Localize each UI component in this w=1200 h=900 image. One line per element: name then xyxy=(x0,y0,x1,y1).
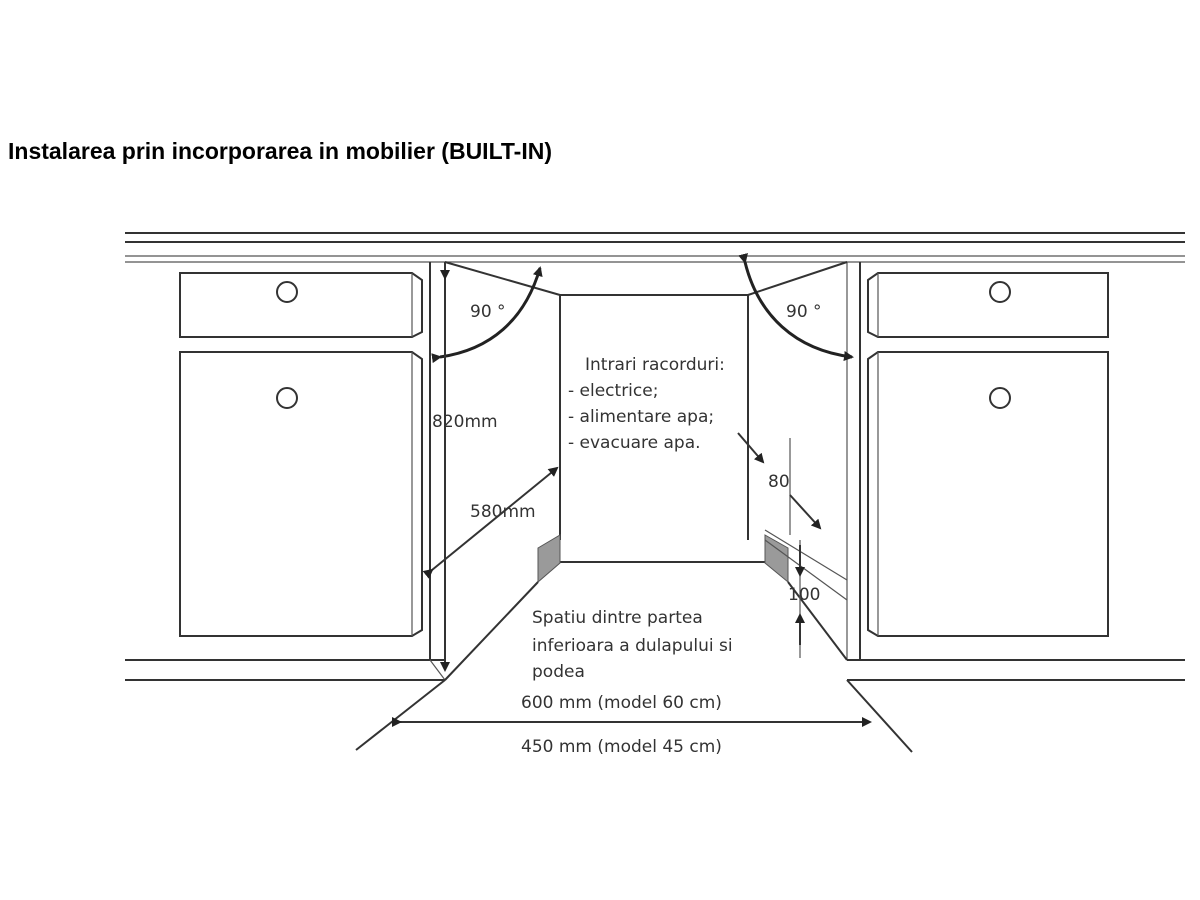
width-60-label: 600 mm (model 60 cm) xyxy=(521,693,722,713)
left-door xyxy=(179,351,423,637)
angle-left-label: 90 ° xyxy=(470,302,506,322)
niche xyxy=(355,261,913,753)
right-drawer xyxy=(867,272,1109,338)
connection-item: - alimentare apa; xyxy=(568,407,714,427)
gap-note-line: podea xyxy=(532,662,585,682)
diagram-labels: 90 ° 90 ° 820mm 580mm 80 100 Intrari rac… xyxy=(432,302,822,757)
right-cabinet xyxy=(846,262,1185,681)
page-title: Instalarea prin incorporarea in mobilier… xyxy=(8,138,553,164)
drawer-knob-icon xyxy=(276,281,298,303)
depth-label: 580mm xyxy=(470,502,536,522)
left-cabinet xyxy=(125,262,446,681)
gap-note-line: inferioara a dulapului si xyxy=(532,636,733,656)
angle-right-label: 90 ° xyxy=(786,302,822,322)
dimension-arrows xyxy=(392,270,872,727)
height-label: 820mm xyxy=(432,412,498,432)
drawer-knob-icon xyxy=(989,281,1011,303)
right-door xyxy=(867,351,1109,637)
left-drawer xyxy=(179,272,423,338)
connections-heading: Intrari racorduri: xyxy=(585,355,725,375)
gap-note-line: Spatiu dintre partea xyxy=(532,608,703,628)
countertop xyxy=(125,232,1185,263)
connection-item: - evacuare apa. xyxy=(568,433,701,453)
door-knob-icon xyxy=(989,387,1011,409)
door-knob-icon xyxy=(276,387,298,409)
dim-80-label: 80 xyxy=(768,472,790,492)
connection-item: - electrice; xyxy=(568,381,658,401)
dim-100-label: 100 xyxy=(788,585,820,605)
width-45-label: 450 mm (model 45 cm) xyxy=(521,737,722,757)
